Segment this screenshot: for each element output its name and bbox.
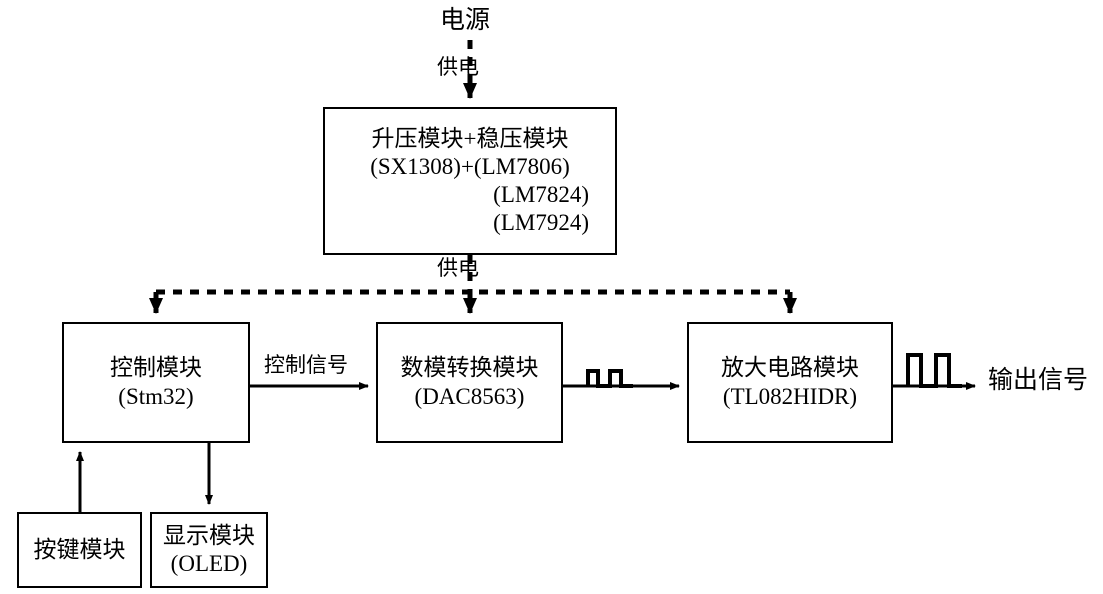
control-signal-label: 控制信号 xyxy=(264,353,348,377)
dac-module-line2: (DAC8563) xyxy=(414,383,525,409)
key-module-box[interactable]: 按键模块 xyxy=(17,512,142,588)
display-module-box[interactable]: 显示模块 (OLED) xyxy=(150,512,268,588)
dac-module-box[interactable]: 数模转换模块 (DAC8563) xyxy=(376,322,563,443)
supply-bus-label: 供电 xyxy=(437,256,479,280)
amplifier-module-box[interactable]: 放大电路模块 (TL082HIDR) xyxy=(687,322,893,443)
control-module-box[interactable]: 控制模块 (Stm32) xyxy=(62,322,250,443)
power-module-line4: (LM7924) xyxy=(493,210,589,236)
dac-module-line1: 数模转换模块 xyxy=(400,355,539,381)
display-module-line1: 显示模块 xyxy=(163,522,255,548)
control-module-line1: 控制模块 xyxy=(110,355,202,381)
key-module-line1: 按键模块 xyxy=(33,536,126,562)
power-source-label: 电源 xyxy=(440,7,491,34)
power-module-line3: (LM7824) xyxy=(493,182,589,207)
square-wave-large-icon xyxy=(906,353,962,388)
amplifier-module-line1: 放大电路模块 xyxy=(721,355,859,381)
control-module-line2: (Stm32) xyxy=(118,383,194,409)
power-module-box[interactable]: 升压模块+稳压模块 (SX1308)+(LM7806) (LM7824) (LM… xyxy=(323,107,617,255)
display-module-line2: (OLED) xyxy=(170,551,248,576)
power-module-line1: 升压模块+稳压模块 xyxy=(371,125,569,151)
square-wave-small-icon xyxy=(586,369,633,388)
supply-top-label: 供电 xyxy=(437,55,479,79)
amplifier-module-line2: (TL082HIDR) xyxy=(722,383,858,409)
output-signal-label: 输出信号 xyxy=(988,367,1089,394)
power-module-line2: (SX1308)+(LM7806) xyxy=(370,153,570,179)
